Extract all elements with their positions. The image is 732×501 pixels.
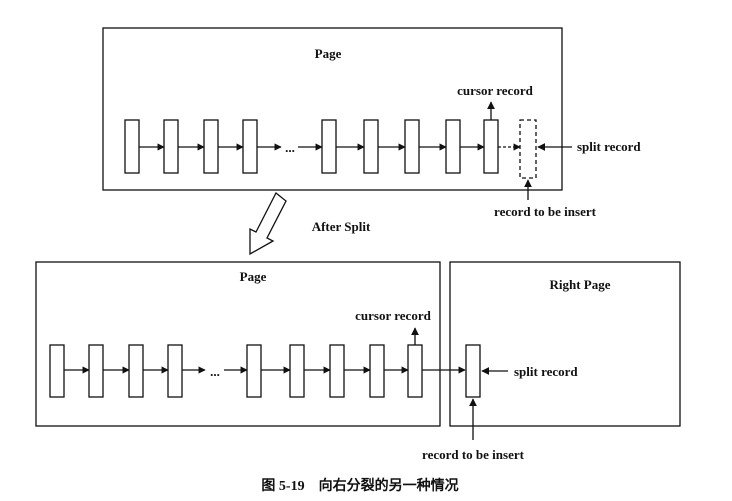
record xyxy=(128,344,144,398)
bottom-ellipsis: ... xyxy=(210,364,220,379)
record xyxy=(242,119,258,174)
record xyxy=(163,119,179,174)
record xyxy=(321,119,337,174)
record xyxy=(88,344,104,398)
record xyxy=(246,344,262,398)
split-record xyxy=(465,344,481,398)
cursor-record xyxy=(483,119,499,174)
bottom-record-row xyxy=(49,344,466,398)
record xyxy=(289,344,305,398)
after-split-label: After Split xyxy=(312,219,371,234)
top-split-record-label: split record xyxy=(577,139,641,154)
record xyxy=(124,119,140,174)
top-page-box xyxy=(102,27,563,191)
top-insert-record-label: record to be insert xyxy=(494,204,597,219)
right-insert-record-label: record to be insert xyxy=(422,447,525,462)
after-split-arrow xyxy=(249,191,287,256)
bottom-page-title: Page xyxy=(240,269,267,284)
right-page-title: Right Page xyxy=(549,277,610,292)
record xyxy=(49,344,65,398)
bottom-page-box xyxy=(35,261,441,427)
record xyxy=(329,344,345,398)
top-page-title: Page xyxy=(315,46,342,61)
record xyxy=(167,344,183,398)
bottom-cursor-record-label: cursor record xyxy=(355,308,431,323)
record xyxy=(369,344,385,398)
right-split-record-label: split record xyxy=(514,364,578,379)
record xyxy=(445,119,461,174)
figure-caption: 图 5-19 向右分裂的另一种情况 xyxy=(261,477,458,494)
record xyxy=(363,119,379,174)
top-record-row xyxy=(124,119,537,179)
right-page-box xyxy=(449,261,681,427)
top-ellipsis: ... xyxy=(285,140,295,155)
record xyxy=(404,119,420,174)
record xyxy=(203,119,219,174)
insert-record-placeholder xyxy=(519,119,537,179)
cursor-record xyxy=(407,344,423,398)
top-cursor-record-label: cursor record xyxy=(457,83,533,98)
